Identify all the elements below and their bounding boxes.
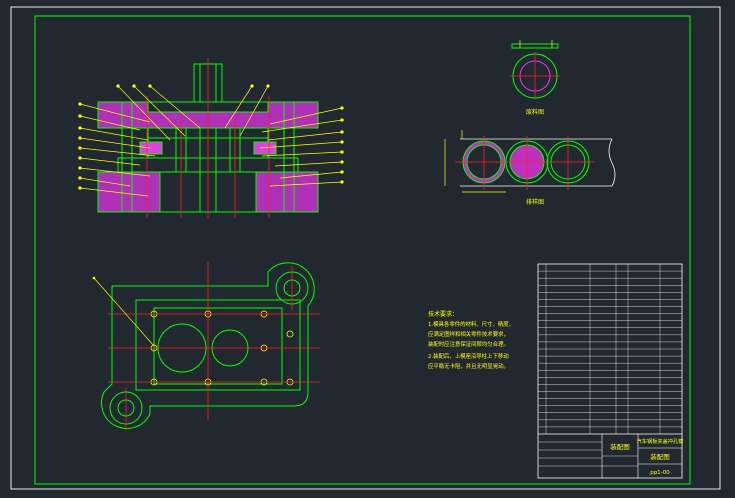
drawing-number: pp1-00 (650, 470, 670, 476)
tech-req-line: 1.模具各零件的材料、尺寸、精度， (428, 320, 514, 328)
front-view-leaders-right (224, 84, 344, 187)
material-label: 装配图 (610, 442, 630, 451)
title-block[interactable]: 装配图 汽车钢板夹盖冲孔模 装配图 pp1-00 (538, 433, 684, 478)
tech-req-line: 应满足图样和相关零件技术要求， (428, 330, 509, 338)
guide-post-right (283, 101, 295, 213)
drawing-subtitle: 装配图 (650, 452, 670, 461)
tech-req-line: 2.装配后，上模座沿导柱上下移动 (428, 352, 509, 360)
scrap-diagram-label: 废料图 (526, 108, 544, 116)
guide-post-left (121, 101, 133, 213)
outer-sheet-frame (10, 6, 721, 490)
die-insert-rect (135, 299, 301, 391)
scrap-diagram-view[interactable]: 废料图 (510, 40, 560, 116)
parts-list-table[interactable] (537, 263, 683, 479)
strip-layout-label: 排样图 (526, 198, 544, 206)
lower-die-outline (101, 262, 315, 429)
tech-req-heading: 技术要求： (428, 310, 458, 318)
technical-requirements: 技术要求： 1.模具各零件的材料、尺寸、精度， 应满足图样和相关零件技术要求， … (428, 310, 514, 370)
front-view-leaders-left (78, 84, 201, 197)
tech-req-line: 装配时应注意保证间隙均匀合理。 (428, 340, 509, 348)
plan-view[interactable] (92, 262, 320, 430)
strip-layout-view[interactable]: 排样图 (444, 130, 616, 206)
inner-border-frame (34, 15, 691, 485)
drawing-title: 汽车钢板夹盖冲孔模 (637, 437, 684, 445)
front-section-view[interactable] (78, 58, 344, 218)
tech-req-line: 应平稳无卡阻，并且无明显晃动。 (428, 362, 509, 370)
